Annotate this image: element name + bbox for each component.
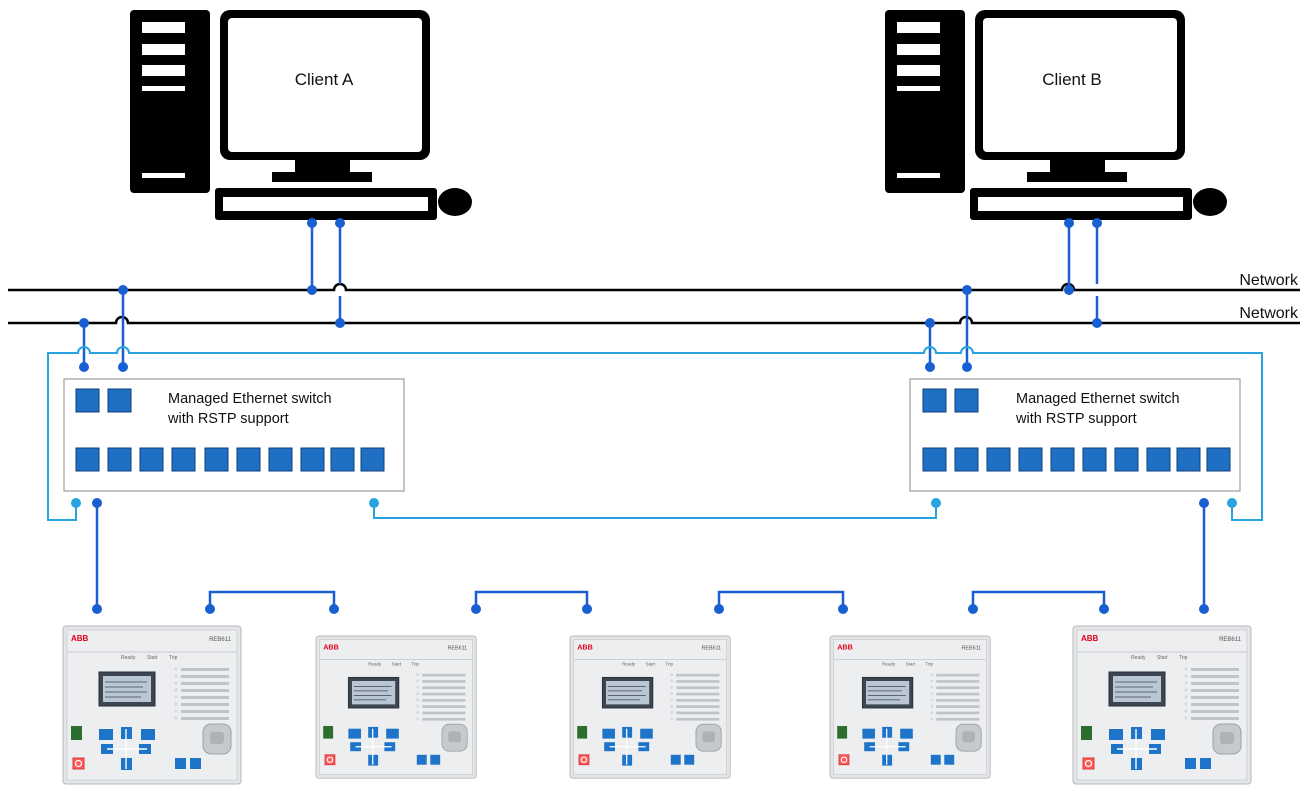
relay-1-led-start: Start	[147, 655, 158, 661]
client-a-computer	[130, 10, 472, 220]
relay-5-model: REB611	[1219, 637, 1242, 643]
relay-2-led-ready: Ready	[368, 662, 382, 667]
relay-4-model: REB611	[962, 646, 982, 652]
relay-4-led-ready: Ready	[882, 662, 896, 667]
network-bus-2	[8, 315, 1300, 325]
relay-4-led-trip: Trip	[925, 662, 933, 667]
relay-4: ABB REB611 Ready Start Trip	[829, 635, 991, 779]
relay-ring-links	[95, 503, 1206, 609]
switch-b-title-line1: Managed Ethernet switch	[1016, 391, 1180, 407]
rstp-ring-link	[47, 346, 1263, 521]
relay-2: ABB REB611 Ready Start Trip	[315, 635, 477, 779]
uplink-node-dots	[79, 285, 972, 372]
managed-switch-b: Managed Ethernet switch with RSTP suppor…	[909, 378, 1241, 492]
client-node-dots	[307, 218, 1102, 328]
relay-2-led-start: Start	[392, 662, 402, 667]
client-b-computer	[885, 10, 1227, 220]
relay-5-brand: ABB	[1081, 634, 1099, 643]
client-a-drops	[310, 223, 342, 323]
relay-5-led-ready: Ready	[1131, 655, 1146, 661]
relay-1-led-trip: Trip	[169, 655, 178, 661]
client-a-label: Client A	[295, 70, 354, 89]
switch-a-title-line1: Managed Ethernet switch	[168, 391, 332, 407]
relay-4-brand: ABB	[837, 643, 853, 652]
relay-3-brand: ABB	[577, 643, 593, 652]
relay-5: ABB REB611 Ready Start Trip	[1072, 625, 1252, 785]
relay-2-brand: ABB	[323, 643, 339, 652]
relay-node-dots	[92, 498, 1209, 614]
client-b-label: Client B	[1042, 70, 1102, 89]
relay-3-led-trip: Trip	[665, 662, 673, 667]
network-label-2: Network	[1239, 305, 1299, 322]
relay-5-led-start: Start	[1157, 655, 1168, 661]
switch-uplinks	[82, 290, 969, 367]
switch-a-title-line2: with RSTP support	[167, 411, 289, 427]
relay-3-led-start: Start	[646, 662, 656, 667]
relay-1-led-ready: Ready	[121, 655, 136, 661]
switch-b-title-line2: with RSTP support	[1015, 411, 1137, 427]
managed-switch-a: Managed Ethernet switch with RSTP suppor…	[63, 378, 405, 492]
relay-5-led-trip: Trip	[1179, 655, 1188, 661]
relay-2-led-trip: Trip	[411, 662, 419, 667]
rstp-node-dots	[71, 498, 1237, 508]
relay-4-led-start: Start	[906, 662, 916, 667]
relay-3-led-ready: Ready	[622, 662, 636, 667]
relay-3-model: REB611	[702, 646, 722, 652]
relay-1-brand: ABB	[71, 634, 89, 643]
network-label-1: Network	[1239, 272, 1299, 289]
relay-3: ABB REB611 Ready Start Trip	[569, 635, 731, 779]
relay-1-model: REB611	[209, 637, 232, 643]
relay-2-model: REB611	[448, 646, 468, 652]
relay-1: ABB REB611 Ready Start Trip	[62, 625, 242, 785]
client-b-drops	[1067, 223, 1099, 323]
network-bus-1	[8, 282, 1300, 292]
